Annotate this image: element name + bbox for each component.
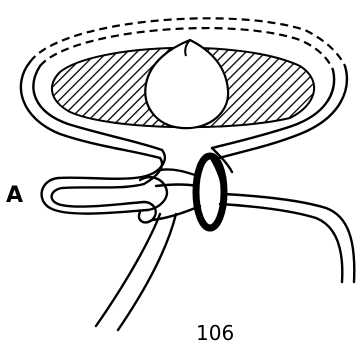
right-strands xyxy=(212,148,354,282)
suture-tails xyxy=(96,214,176,330)
knot-loop-a xyxy=(42,150,200,222)
figure-number: 106 xyxy=(196,321,234,345)
ring-loop xyxy=(196,156,224,228)
label-a: A xyxy=(6,183,23,208)
